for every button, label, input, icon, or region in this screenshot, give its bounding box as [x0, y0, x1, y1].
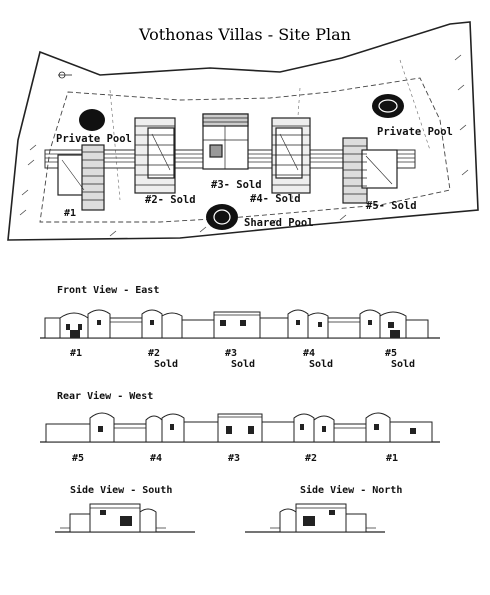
site-plan-drawing [7, 21, 479, 241]
villa-2-label: #2- Sold [145, 194, 196, 206]
front-unit-3-status: Sold [231, 359, 256, 370]
front-unit-1: #1 [70, 348, 83, 359]
front-unit-2-status: Sold [154, 359, 179, 370]
front-unit-5: #5 [385, 348, 398, 359]
private-pool-right [372, 94, 404, 118]
villa-5-label: #5- Sold [366, 200, 417, 212]
page-title: Vothonas Villas - Site Plan [139, 25, 351, 44]
front-view-heading: Front View - East [57, 285, 160, 296]
private-pool-right-label: Private Pool [377, 126, 453, 138]
front-unit-4: #4 [303, 348, 316, 359]
villa-1-label: #1 [64, 208, 77, 219]
setback-line [39, 77, 451, 223]
private-pool-left-label: Private Pool [56, 133, 132, 145]
rear-view-heading: Rear View - West [57, 391, 154, 402]
private-pool-left [79, 109, 105, 131]
front-unit-3: #3 [225, 348, 238, 359]
front-unit-2: #2 [148, 348, 161, 359]
rear-unit-4: #4 [150, 453, 163, 464]
shared-pool-label: Shared Pool [244, 217, 314, 229]
front-unit-5-status: Sold [391, 359, 416, 370]
rear-unit-5: #5 [72, 453, 85, 464]
side-view-south-heading: Side View - South [70, 485, 173, 496]
villa-2-plan [134, 117, 176, 194]
villa-3-label: #3- Sold [211, 179, 262, 191]
front-view-elevation [40, 309, 440, 339]
parcel-boundary [7, 21, 479, 241]
rear-unit-2: #2 [305, 453, 318, 464]
villa-5-plan [342, 137, 398, 204]
villa-4-label: #4- Sold [250, 193, 301, 205]
side-view-south-elevation [55, 503, 195, 533]
side-view-north-heading: Side View - North [300, 485, 403, 496]
villa-1-plan [57, 144, 105, 211]
rear-unit-3: #3 [228, 453, 241, 464]
villa-3-plan [202, 113, 249, 170]
rear-unit-1: #1 [386, 453, 399, 464]
side-view-north-elevation [245, 503, 385, 533]
rear-view-elevation [40, 412, 440, 443]
front-unit-4-status: Sold [309, 359, 334, 370]
villa-4-plan [271, 117, 311, 194]
shared-pool [206, 204, 238, 230]
